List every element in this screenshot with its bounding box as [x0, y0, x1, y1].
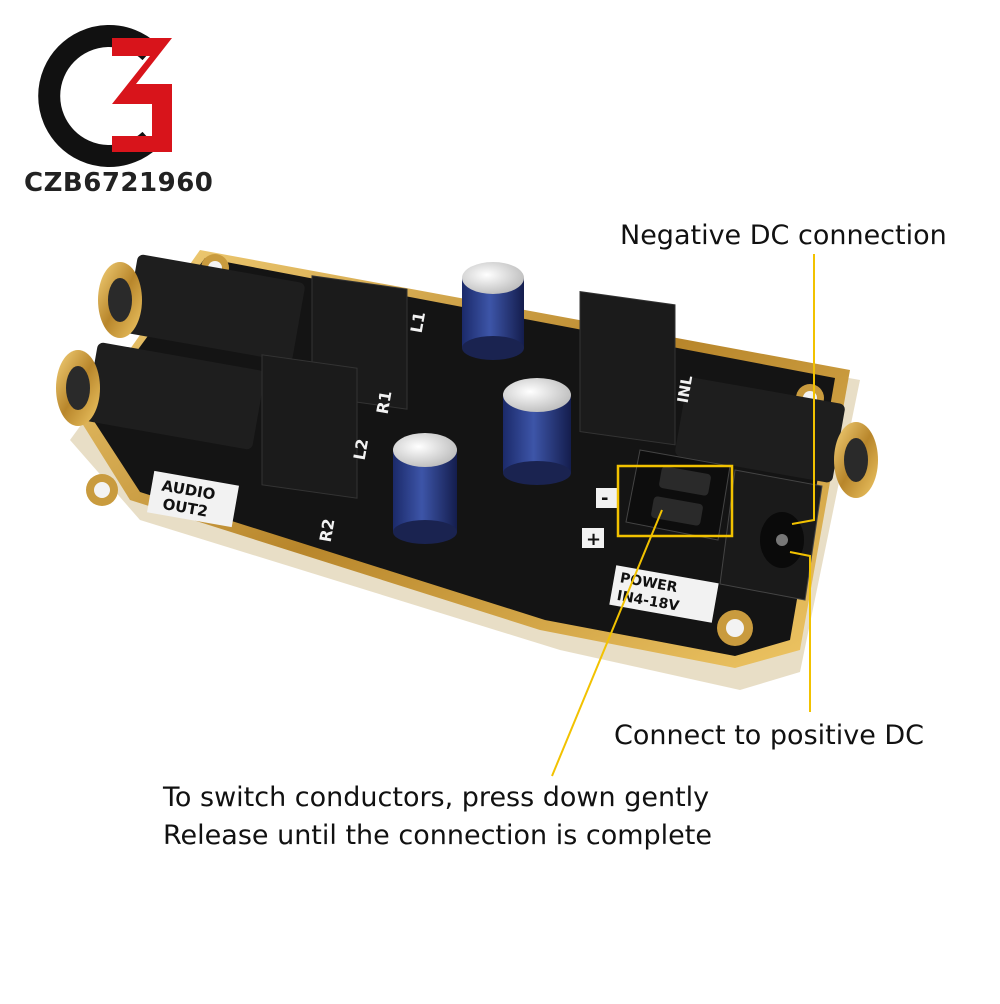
silk-labels: AUDIO OUT2 L1 L2 R1 R2 INL POWER IN4-18V… — [147, 310, 719, 623]
negative-leader-line — [791, 254, 815, 525]
switch-leader-line — [551, 509, 663, 777]
negative-dc-caption: Negative DC connection — [620, 220, 947, 251]
logo-c-shape — [38, 25, 158, 167]
label-plus: + — [586, 529, 601, 550]
label-inl: INL — [674, 374, 697, 405]
audio-jack-bottom-left — [56, 342, 265, 450]
capacitor-top — [462, 262, 524, 360]
label-l1: L1 — [407, 310, 429, 334]
label-r2: R2 — [316, 517, 339, 543]
brand-logo — [38, 25, 172, 167]
logo-z-shape — [112, 38, 172, 152]
header-l2 — [261, 354, 358, 499]
positive-leader-line — [789, 551, 811, 712]
push-terminal-highlight — [616, 464, 734, 538]
positive-dc-caption: Connect to positive DC — [614, 720, 925, 751]
label-minus: - — [601, 488, 608, 509]
audio-jack-right — [675, 377, 878, 498]
capacitor-bottom — [393, 433, 457, 544]
switch-caption-line1: To switch conductors, press down gently — [163, 782, 710, 813]
capacitor-middle — [503, 378, 571, 485]
label-l2: L2 — [350, 437, 372, 461]
audio-jack-top-left — [98, 254, 305, 362]
switch-caption-line2: Release until the connection is complete — [163, 820, 712, 851]
label-r1: R1 — [373, 389, 396, 415]
header-inl — [579, 290, 676, 446]
dc-power-jack — [719, 469, 823, 601]
push-terminal — [625, 449, 731, 541]
brand-logo-text: CZB6721960 — [24, 168, 214, 198]
annotation-leaders — [551, 254, 815, 777]
circuit-board: AUDIO OUT2 L1 L2 R1 R2 INL POWER IN4-18V… — [56, 250, 878, 690]
